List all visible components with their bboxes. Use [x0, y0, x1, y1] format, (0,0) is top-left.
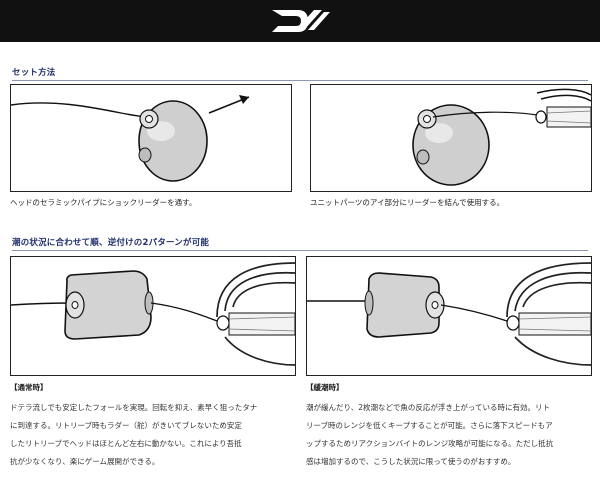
slack-description-line: リーブ時のレンジを低くキープすることが可能。さらに落下スピードもア: [306, 421, 553, 430]
section-divider: [12, 250, 588, 251]
illustration-panel-tying: [310, 84, 592, 192]
daiwa-d-logo-icon: [272, 10, 330, 32]
illustration-panel-threading: [10, 84, 292, 192]
illustration-panel-normal: [10, 256, 296, 376]
section-title-setup: セット方法: [12, 68, 56, 78]
normal-description-line: 抗が少なくなり、楽にゲーム展開ができる。: [10, 457, 160, 466]
slack-description-line: 潮が緩んだり、2枚潮などで魚の反応が浮き上がっている時に有効。リト: [306, 403, 550, 412]
normal-description-line: したリトリーブでヘッドはほとんど左右に動かない。これにより吾抵: [10, 439, 242, 448]
normal-description-line: に到達する。リトリーブ時もラダー（舵）がきいてブレないため安定: [10, 421, 242, 430]
caption-threading: ヘッドのセラミックパイプにショックリーダーを通す。: [10, 198, 197, 207]
threading-illustration: [11, 95, 250, 182]
normal-label: 【通常時】: [10, 383, 48, 392]
tying-illustration: [412, 88, 591, 186]
slack-setup-illustration: [307, 262, 591, 366]
normal-description-line: ドテラ流しでも安定したフォールを実現。回転を抑え、素早く狙ったタナ: [10, 403, 258, 412]
section-title-patterns: 潮の状況に合わせて順、逆付けの2パターンが可能: [12, 238, 210, 248]
brand-header-bar: [0, 0, 600, 42]
illustration-panel-slack: [306, 256, 592, 376]
normal-setup-illustration: [11, 262, 295, 366]
slack-description-line: 感は増加するので、こうした状況に限って使うのがおすすめ。: [306, 457, 516, 466]
slack-description-line: ップするためリアクションバイトのレンジ攻略が可能になる。ただし抵抗: [306, 439, 554, 448]
slack-label: 【緩潮時】: [306, 383, 344, 392]
caption-tying: ユニットパーツのアイ部分にリーダーを結んで使用する。: [310, 198, 505, 207]
section-divider: [12, 80, 588, 81]
